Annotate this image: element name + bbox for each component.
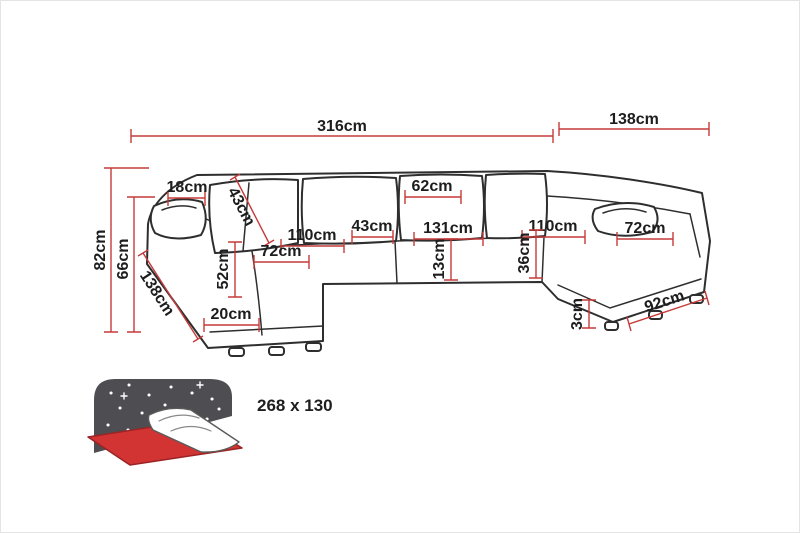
- dim-line-seat-height: [228, 241, 242, 298]
- dim-front-base-width: 20cm: [203, 306, 260, 332]
- dim-label-seat-width-center: 131cm: [423, 220, 473, 237]
- dim-line-front-base-width: [203, 318, 260, 332]
- dim-label-seat-width-right: 110cm: [529, 218, 578, 235]
- dim-line-height-armrest: [127, 196, 155, 333]
- dim-seat-width-center: 131cm: [413, 220, 484, 246]
- dim-seat-height: 52cm: [215, 241, 242, 298]
- dim-label-seat-cushion-thickness: 13cm: [431, 239, 448, 280]
- dim-line-width-right-section: [558, 122, 710, 136]
- dim-corner-depth: 36cm: [516, 229, 543, 279]
- dim-armrest-seat-right: 72cm: [616, 220, 674, 246]
- dim-label-armrest-seat-right: 72cm: [625, 220, 666, 237]
- seat-seam-right: [541, 236, 545, 283]
- dim-label-width-right-section: 138cm: [609, 111, 659, 128]
- dim-line-seat-cushion-thickness: [444, 238, 458, 281]
- back-cushion-left-seam: [242, 182, 250, 252]
- dim-line-chaise-depth-right: [626, 290, 710, 332]
- dim-width-right-section: 138cm: [558, 111, 710, 136]
- dim-line-seat-width-right: [521, 230, 586, 244]
- dim-label-back-cushion-width: 62cm: [412, 178, 453, 195]
- back-cushion-mid-left: [300, 175, 399, 245]
- dim-label-seat-height: 52cm: [215, 249, 232, 290]
- dim-label-armrest-top-depth: 18cm: [167, 179, 208, 196]
- dim-label-seat-width-corner: 43cm: [352, 218, 393, 235]
- dim-line-width-total: [130, 129, 554, 143]
- dim-label-leg-height: 3cm: [569, 298, 586, 330]
- left-armrest-front-seam: [250, 244, 263, 336]
- sofa-foot: [268, 346, 285, 356]
- dim-line-armrest-seat-right: [616, 232, 674, 246]
- back-cushion-mid-right: [397, 173, 485, 242]
- dim-line-armrest-seat-left: [253, 255, 310, 269]
- dim-label-seat-width-left: 110cm: [288, 227, 337, 244]
- bed-blanket-folds: [158, 414, 212, 432]
- dim-line-seat-width-corner: [351, 230, 394, 244]
- dimension-annotations: 316cm 138cm 82cm 66cm 18cm 43cm 62cm: [92, 111, 710, 343]
- throw-pillow-left: [149, 198, 207, 240]
- dim-label-front-base-width: 20cm: [211, 306, 252, 323]
- back-cushion-right: [483, 172, 548, 240]
- seat-seam-center: [394, 240, 398, 284]
- dim-label-height-total: 82cm: [92, 230, 109, 271]
- left-chaise-front-fold: [209, 325, 324, 333]
- dim-line-armrest-top-depth: [167, 191, 206, 206]
- dim-height-armrest: 66cm: [115, 196, 155, 333]
- sofa-drawing: [146, 170, 711, 357]
- dim-seat-cushion-thickness: 13cm: [431, 238, 458, 281]
- dim-label-armrest-seat-left: 72cm: [261, 243, 302, 260]
- sleeping-area-label: 268 x 130: [257, 396, 333, 415]
- dim-width-total: 316cm: [130, 118, 554, 143]
- dim-label-corner-depth: 36cm: [516, 233, 533, 274]
- dim-line-height-total: [104, 167, 149, 333]
- dim-line-backrest-cushion-height: [229, 173, 275, 247]
- dim-line-leg-height: [582, 299, 596, 329]
- bed-blanket: [147, 407, 240, 453]
- right-armrest-inner-seam: [689, 213, 701, 258]
- dim-armrest-top-depth: 18cm: [167, 179, 208, 206]
- dim-armrest-seat-left: 72cm: [253, 243, 310, 269]
- dim-chaise-depth-right: 92cm: [626, 287, 710, 332]
- dim-height-total: 82cm: [92, 167, 149, 333]
- sofa-foot: [604, 321, 619, 331]
- dim-line-chaise-length-left: [137, 249, 204, 343]
- dim-seat-width-right: 110cm: [521, 218, 586, 244]
- dim-line-back-cushion-width: [404, 190, 462, 204]
- dim-leg-height: 3cm: [569, 298, 596, 330]
- sofa-foot: [228, 347, 245, 357]
- dim-line-corner-depth: [529, 229, 543, 279]
- back-cushion-left: [208, 178, 299, 254]
- dim-line-seat-width-left: [280, 239, 345, 253]
- throw-pillow-left-wrinkle: [161, 205, 197, 211]
- right-chaise-front-fold: [557, 278, 702, 309]
- dim-seat-width-left: 110cm: [280, 227, 345, 253]
- dim-back-cushion-width: 62cm: [404, 178, 462, 204]
- dim-label-height-armrest: 66cm: [115, 239, 132, 280]
- sofa-foot: [305, 342, 322, 352]
- sleeping-function-icon: [87, 379, 243, 466]
- dim-seat-width-corner: 43cm: [351, 218, 394, 244]
- throw-pillow-right-wrinkle: [602, 208, 647, 214]
- dim-label-width-total: 316cm: [317, 118, 367, 135]
